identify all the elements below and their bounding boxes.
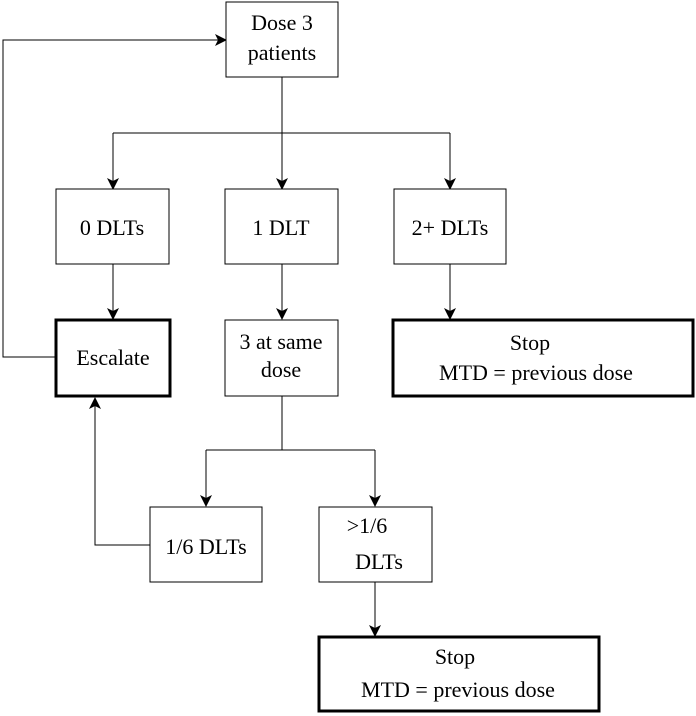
- node-1-dlt: 1 DLT: [224, 188, 339, 265]
- node-more-than-1-6-dlts: >1/6 DLTs: [318, 506, 433, 583]
- node-more-1-6-line2: DLTs: [355, 549, 403, 574]
- node-stop-top-mtd: MTD = previous dose: [439, 360, 633, 385]
- node-stop-bottom-title: Stop: [435, 644, 475, 669]
- node-stop-bottom: Stop MTD = previous dose: [317, 635, 601, 713]
- node-2plus-dlts-label: 2+ DLTs: [412, 215, 489, 240]
- node-1-6-dlts-label: 1/6 DLTs: [165, 534, 246, 559]
- edges: [2, 34, 456, 637]
- node-dose-3-line1: Dose 3: [251, 10, 313, 35]
- node-3-same-line1: 3 at same: [239, 329, 322, 354]
- node-stop-bottom-mtd: MTD = previous dose: [361, 677, 555, 702]
- node-escalate: Escalate: [54, 318, 172, 398]
- node-3-at-same-dose: 3 at same dose: [224, 319, 339, 397]
- edge-1-6-to-escalate: [89, 397, 150, 546]
- node-more-1-6-line1: >1/6: [347, 513, 388, 538]
- node-0-dlts: 0 DLTs: [55, 188, 170, 265]
- node-3-same-line2: dose: [261, 357, 301, 382]
- node-dose-3-patients: Dose 3 patients: [225, 1, 339, 78]
- node-2plus-dlts: 2+ DLTs: [393, 188, 507, 265]
- node-1-dlt-label: 1 DLT: [252, 215, 310, 240]
- node-1-6-dlts: 1/6 DLTs: [149, 506, 263, 583]
- node-stop-top-title: Stop: [510, 330, 550, 355]
- node-stop-top: Stop MTD = previous dose: [391, 318, 695, 398]
- node-0-dlts-label: 0 DLTs: [80, 215, 144, 240]
- node-escalate-label: Escalate: [76, 345, 149, 370]
- edge-escalate-loop-to-dose3: [2, 34, 227, 358]
- node-dose-3-line2: patients: [248, 40, 316, 65]
